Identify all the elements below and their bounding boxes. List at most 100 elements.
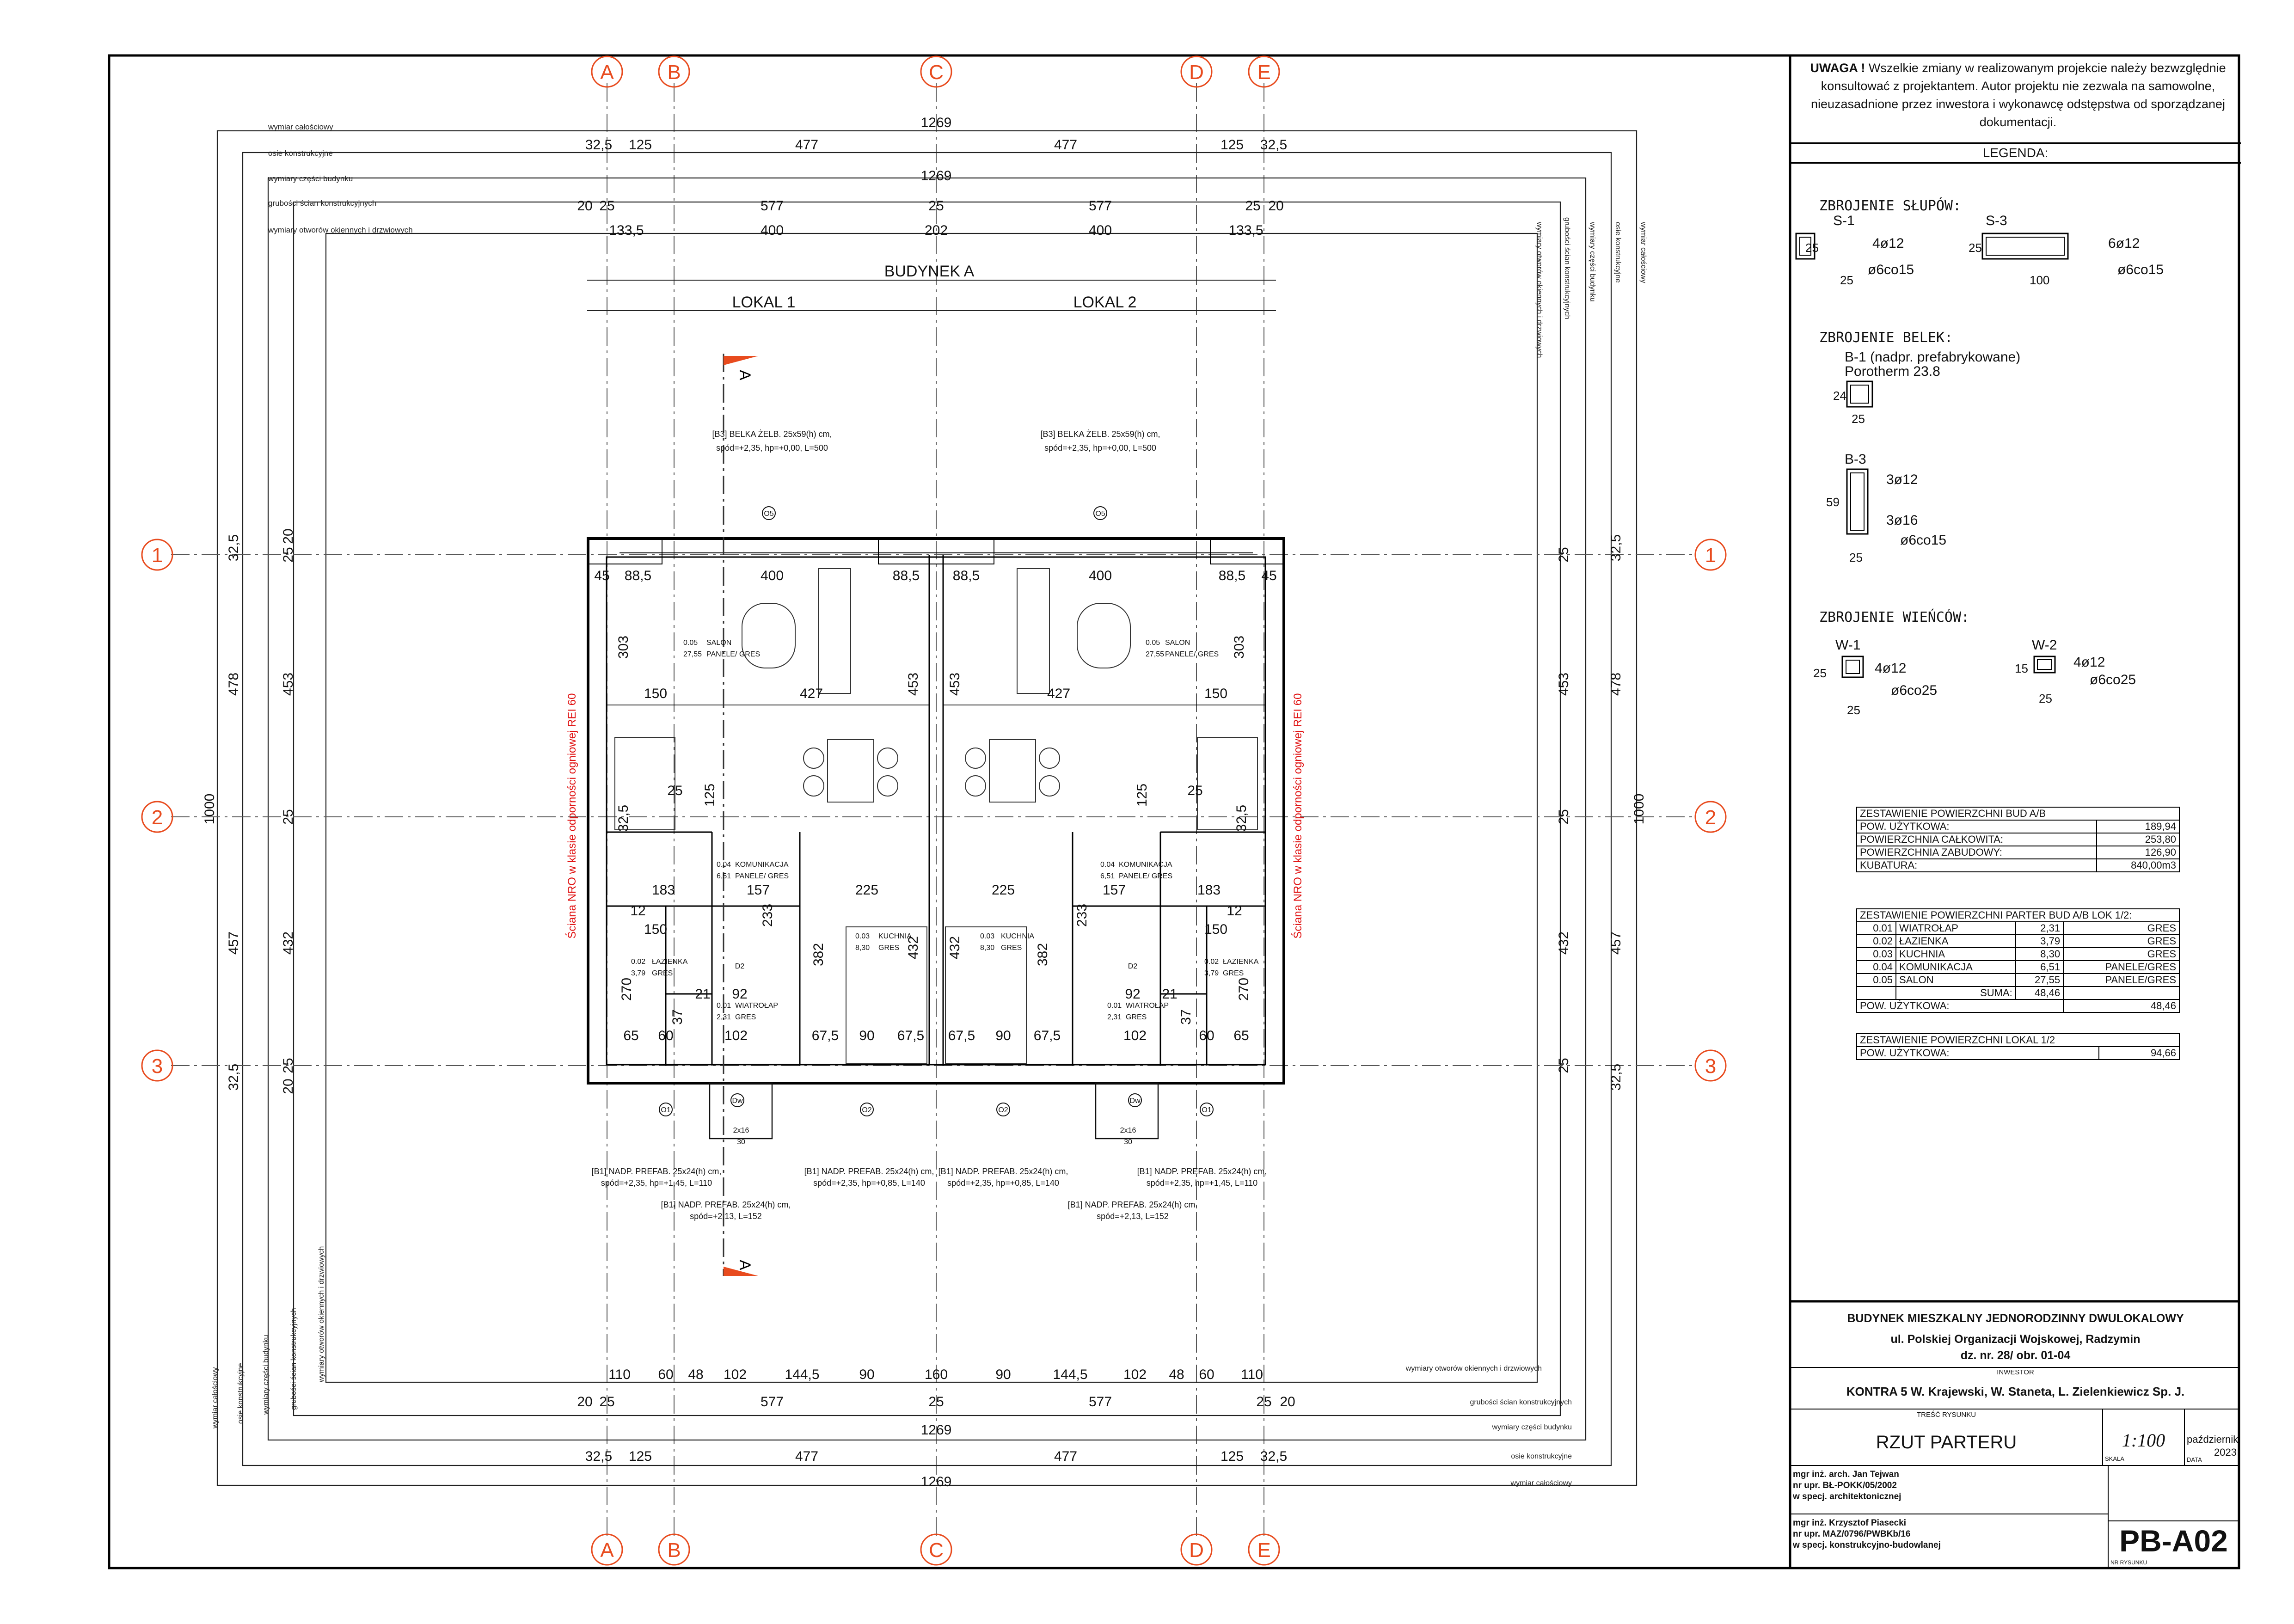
dim-bot-walls-1: 25: [599, 1394, 614, 1410]
beam-b3-left-line1: [B3] BELKA ŻELB. 25x59(h) cm,: [712, 429, 832, 439]
label-s1-bars: 4ø12: [1872, 236, 1904, 251]
dim-left-walls-5: 25: [281, 1058, 296, 1073]
dim-left-axes-2: 457: [226, 932, 241, 955]
lintel-1-right-line1: [B1] NADP. PREFAB. 25x24(h) cm,: [1137, 1167, 1267, 1176]
engineer-block: mgr inż. Krzysztof Piasecki nr upr. MAZ/…: [1793, 1518, 1941, 1550]
dim-right-axes-2: 457: [1608, 932, 1624, 955]
dim-bot-axes-5: 32,5: [1260, 1449, 1287, 1464]
axis-grid: [171, 83, 1692, 1539]
drawing-date: październik 2023: [2187, 1434, 2239, 1458]
inner-dim-6: 150: [644, 686, 667, 701]
inner-dim-20: 90: [859, 1028, 874, 1043]
dim-bot-walls-6: 20: [1280, 1394, 1295, 1410]
label-s3-name: S-3: [1986, 213, 2007, 228]
inner-dim-2b: 400: [1089, 568, 1112, 583]
label-s1-name: S-1: [1833, 213, 1855, 228]
room-laz-l-finish: GRES: [652, 969, 673, 977]
content-label: TREŚĆ RYSUNKU: [1916, 1411, 1976, 1419]
rooms-table: ZESTAWIENIE POWIERZCHNI PARTER BUD A/B L…: [1856, 908, 2180, 1013]
label-b3-dim-w: 25: [1849, 551, 1863, 564]
room-wiat-l-no: 0.01: [717, 1002, 731, 1010]
room-laz-r-finish: GRES: [1223, 969, 1244, 977]
mark-d2-right: D2: [1128, 962, 1138, 970]
dim-left-walls-6: 20: [281, 1079, 296, 1094]
inner-dim-8: 453: [906, 673, 921, 696]
inner-dim-19: 67,5: [812, 1028, 839, 1043]
axis-label-a-top: A: [600, 61, 614, 84]
lintel-2-right-line1: [B1] NADP. PREFAB. 25x24(h) cm,: [1068, 1200, 1198, 1209]
dim-top-axes-5: 32,5: [1260, 137, 1287, 153]
label-w2-bars: 4ø12: [2073, 655, 2105, 670]
dim-label-openings-left: wymiary otworów okiennych i drzwiowych: [318, 1246, 325, 1383]
inner-dim-3: 88,5: [893, 568, 920, 583]
axis-label-2-right: 2: [1705, 806, 1716, 829]
mark-o2-right: O2: [998, 1106, 1008, 1114]
dim-bot-open-8: 144,5: [1053, 1367, 1087, 1382]
dim-label-overall-left: wymiar całościowy: [211, 1367, 219, 1429]
dim-bot-parts: 1269: [921, 1422, 952, 1438]
room-salon-r-finish: PANELE/ GRES: [1165, 650, 1219, 658]
section-label-bottom: A: [736, 1260, 754, 1270]
dim-bot-open-1: 60: [658, 1367, 673, 1382]
section-label-top: A: [736, 370, 754, 380]
mark-stairs-right: 2x16: [1120, 1127, 1136, 1134]
mark-dw-right: Dw: [1129, 1097, 1141, 1105]
lintel-2-right-line2: spód=+2,13, L=152: [1097, 1212, 1169, 1221]
dim-right-walls-3: 25: [1556, 809, 1571, 824]
dim-bot-open-10: 48: [1169, 1367, 1184, 1382]
dim-top-axes-4: 125: [1221, 137, 1244, 153]
local-table: ZESTAWIENIE POWIERZCHNI LOKAL 1/2 POW. U…: [1856, 1033, 2180, 1060]
label-w1-dim-w: 25: [1847, 703, 1860, 717]
room-salon-l-no: 0.05: [683, 639, 698, 647]
room-salon-r-area: 27,55: [1146, 650, 1164, 658]
inner-dim-10: 157: [747, 882, 770, 898]
axis-label-e-bottom: E: [1257, 1539, 1270, 1562]
dim-bot-walls-0: 20: [577, 1394, 592, 1410]
lokal-1-label: LOKAL 1: [732, 294, 796, 311]
label-rims-title: ZBROJENIE WIEŃCÓW:: [1819, 608, 1969, 625]
room-laz-l-name: ŁAZIENKA: [652, 958, 688, 966]
dim-bot-open-12: 110: [1241, 1367, 1263, 1382]
inner-dim-13b: 382: [1035, 943, 1050, 966]
mark-o1-left: O1: [661, 1106, 670, 1114]
lintel-3-left-line2: spód=+2,35, hp=+0,85, L=140: [813, 1178, 925, 1188]
dim-top-open-2: 202: [925, 223, 948, 238]
lokal-2-label: LOKAL 2: [1073, 294, 1137, 311]
investor-label: INWESTOR: [1997, 1368, 2034, 1376]
inner-dim-9b: 125: [1135, 784, 1150, 807]
dim-left-axes-3: 32,5: [226, 1064, 241, 1091]
axis-label-c-bottom: C: [929, 1539, 944, 1562]
dim-bot-open-7: 90: [995, 1367, 1011, 1382]
inner-dim-21: 270: [619, 978, 634, 1001]
dim-right-axes-0: 32,5: [1608, 534, 1624, 561]
dim-bot-overall: 1269: [921, 1474, 952, 1489]
inner-dim-23b: 32,5: [1234, 805, 1249, 832]
inner-dim-1b: 88,5: [1219, 568, 1245, 583]
dim-top-walls-4: 577: [1089, 198, 1112, 214]
axis-label-2-left: 2: [152, 806, 163, 829]
building-walls: [587, 537, 1285, 1085]
room-salon-l-name: SALON: [706, 639, 731, 647]
room-kuch-l-finish: GRES: [878, 944, 899, 952]
room-kuch-l-no: 0.03: [855, 932, 870, 940]
dim-bot-open-11: 60: [1199, 1367, 1214, 1382]
table-row: POW. UŻYTKOWA:189,94: [1856, 820, 2180, 833]
lintel-3-right-line2: spód=+2,35, hp=+0,85, L=140: [947, 1178, 1059, 1188]
label-b1-sub: Porotherm 23.8: [1845, 364, 1940, 379]
dim-bot-open-3: 102: [724, 1367, 747, 1382]
room-wiat-l-area: 2,31: [717, 1013, 731, 1021]
drawing-number-label: NR RYSUNKU: [2110, 1559, 2147, 1566]
label-s3-stirrup: ø6co15: [2117, 262, 2164, 277]
room-laz-l-area: 3,79: [631, 969, 645, 977]
room-kom-r-area: 6,51: [1100, 872, 1115, 880]
room-wiat-r-finish: GRES: [1126, 1013, 1147, 1021]
inner-dim-24: 183: [652, 882, 675, 898]
dim-top-axes-1: 125: [629, 137, 652, 153]
dim-bot-walls-5: 25: [1256, 1394, 1271, 1410]
architect-block: mgr inż. arch. Jan Tejwan nr upr. BŁ-POK…: [1793, 1470, 1901, 1501]
dim-left-walls-1: 20: [281, 528, 296, 544]
room-wiat-r-area: 2,31: [1107, 1013, 1122, 1021]
inner-dim-23: 32,5: [616, 805, 631, 832]
inner-dim-11: 225: [855, 882, 878, 898]
